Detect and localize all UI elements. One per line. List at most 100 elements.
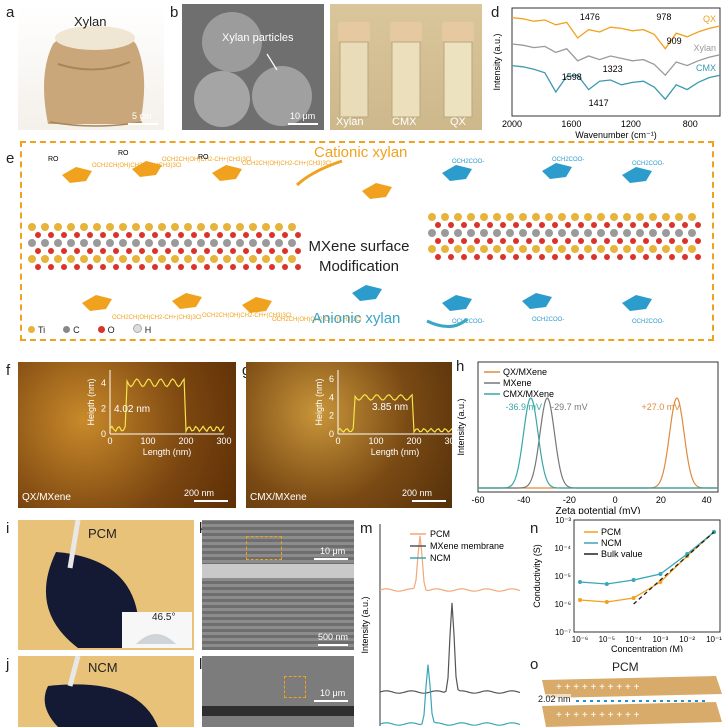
atom	[617, 238, 623, 244]
x-tick-label: 10⁻⁴	[625, 635, 642, 644]
legend-c: C	[63, 325, 80, 335]
afm-cmx-mxene: 01002003000246Length (nm)Heigth (nm) CMX…	[246, 362, 452, 508]
arrow-left	[295, 159, 343, 187]
anion-chain-label: OCH2COO-	[452, 159, 484, 165]
series-line-CMX/MXene	[478, 397, 718, 489]
atom	[662, 245, 670, 253]
atom	[604, 254, 610, 260]
atom	[636, 229, 644, 237]
height-annotation: 3.85 nm	[372, 402, 409, 413]
atom	[256, 248, 262, 254]
xylan-unit	[442, 295, 472, 311]
atom	[643, 238, 649, 244]
xylan-unit	[82, 295, 112, 311]
center-line-2: Modification	[318, 258, 400, 275]
afm-profile-g: 01002003000246Length (nm)Heigth (nm)	[314, 370, 452, 457]
sem-cross-section-k: 10 μm 500 nm	[202, 520, 354, 650]
atom	[682, 254, 688, 260]
atom	[67, 255, 75, 263]
atom	[513, 222, 519, 228]
atom	[275, 239, 283, 247]
atom	[643, 254, 649, 260]
atom	[171, 239, 179, 247]
atom	[474, 222, 480, 228]
membrane-layer	[202, 706, 354, 716]
atom	[578, 222, 584, 228]
atom	[428, 245, 436, 253]
atom	[113, 264, 119, 270]
atom	[435, 222, 441, 228]
atom	[119, 223, 127, 231]
contact-angle: 46.5°	[152, 612, 176, 623]
atom	[87, 248, 93, 254]
x-tick-label: 10⁻¹	[706, 635, 722, 644]
atom	[617, 254, 623, 260]
xylan-unit	[212, 165, 242, 181]
ro-label: RO	[198, 154, 209, 161]
atom	[223, 223, 231, 231]
scale-label: 10 μm	[320, 688, 346, 698]
atom	[80, 255, 88, 263]
legend-ti: Ti	[28, 325, 45, 335]
atom	[487, 238, 493, 244]
atom	[171, 223, 179, 231]
xylan-sack-photo: Xylan 5 cm	[18, 4, 164, 130]
scale-label: 10 μm	[290, 111, 316, 121]
atom	[113, 232, 119, 238]
anion-chain-label: OCH2COO-	[532, 317, 564, 323]
panel-label-e: e	[6, 150, 15, 167]
y-tick-label: 4	[329, 392, 334, 402]
atom-legend: Ti C O H	[28, 324, 151, 335]
atom	[230, 232, 236, 238]
y-tick-label: 10⁻³	[555, 516, 571, 525]
atom	[295, 248, 301, 254]
atom	[461, 222, 467, 228]
anion-chain-label: OCH2COO-	[452, 319, 484, 325]
atom	[591, 222, 597, 228]
atom	[87, 264, 93, 270]
scale-bar	[288, 123, 318, 125]
atom	[454, 213, 462, 221]
atom	[210, 239, 218, 247]
atom	[558, 229, 566, 237]
y-tick-label: 4	[101, 378, 106, 388]
atom	[597, 229, 605, 237]
atom	[48, 264, 54, 270]
atom	[106, 223, 114, 231]
atom	[262, 255, 270, 263]
atom	[217, 248, 223, 254]
x-axis-label: Length (nm)	[371, 447, 420, 457]
atom	[454, 245, 462, 253]
legend-label-QX: QX	[703, 14, 716, 24]
atom	[165, 264, 171, 270]
atom	[106, 255, 114, 263]
atom	[139, 264, 145, 270]
xylan-unit	[352, 285, 382, 301]
legend-label-NCM: NCM	[601, 538, 622, 548]
atom	[519, 229, 527, 237]
atom	[610, 213, 618, 221]
atom	[269, 264, 275, 270]
atom	[636, 245, 644, 253]
atom	[171, 255, 179, 263]
y-axis-label: Intensity (a.u.)	[492, 33, 502, 90]
y-axis-label: Intensity (a.u.)	[360, 596, 370, 653]
legend-h: H	[132, 324, 151, 335]
data-point	[578, 598, 582, 602]
atom	[191, 248, 197, 254]
atom	[113, 248, 119, 254]
x-tick-label: -60	[471, 495, 484, 505]
atom	[152, 264, 158, 270]
atom	[126, 264, 132, 270]
atom	[275, 255, 283, 263]
atom	[295, 264, 301, 270]
atom	[428, 229, 436, 237]
atom	[695, 222, 701, 228]
atom	[87, 232, 93, 238]
atom	[565, 222, 571, 228]
atom	[210, 223, 218, 231]
atom	[571, 229, 579, 237]
y-tick-label: 0	[329, 429, 334, 439]
